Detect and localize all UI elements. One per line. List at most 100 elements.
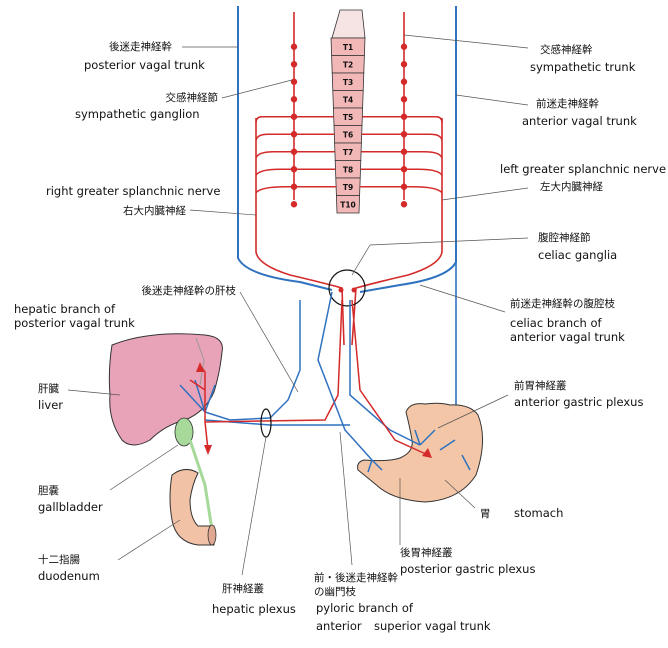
label-stomach-jp: 胃	[480, 508, 491, 520]
spine-top	[331, 9, 366, 39]
arrow-stomach	[422, 448, 432, 458]
left-splanchnic-root	[361, 150, 443, 159]
posterior-vagal-trunk	[237, 6, 333, 291]
vertebra-label: T10	[340, 200, 356, 209]
label-duodenum-jp: 十二指腸	[38, 553, 80, 566]
celiac-to-stomach-blue	[349, 300, 421, 446]
leader-gallbladder	[109, 444, 179, 491]
sympathetic-ganglion-dot	[290, 113, 298, 120]
leader-sympathetic-trunk	[403, 34, 529, 49]
label-hepatic-branch-en1: hepatic branch of	[14, 302, 116, 316]
sympathetic-ganglion-dot	[290, 166, 298, 173]
label-liver-en: liver	[38, 398, 63, 412]
leader-left-splanchnic	[441, 187, 529, 201]
left-greater-splanchnic-nerve	[351, 118, 443, 346]
leader-stomach	[444, 479, 476, 509]
sympathetic-ganglion-dot	[290, 78, 298, 85]
arrow-liver-up	[196, 362, 204, 372]
leader-celiac-ganglia-2	[351, 244, 371, 276]
label-right-splanchnic-en: right greater splanchnic nerve	[46, 184, 220, 198]
vertebra-label: T4	[343, 95, 353, 104]
label-sympathetic-ganglion-en: sympathetic ganglion	[75, 107, 200, 121]
left-splanchnic-root	[360, 168, 443, 176]
label-pyloric-en2a: anterior	[316, 619, 362, 633]
leader-celiac-branch	[419, 284, 506, 313]
hepatic-plexus-marker	[260, 408, 272, 438]
label-celiac-ganglia-en: celiac ganglia	[538, 248, 617, 262]
label-left-splanchnic-en: left greater splanchnic nerve	[500, 162, 666, 176]
leader-anterior-gastric	[437, 394, 509, 429]
leader-hepatic-branch	[239, 291, 299, 393]
label-posterior-vagal-jp: 後迷走神経幹	[109, 40, 172, 53]
duodenum-shape	[169, 469, 215, 546]
label-pyloric-jp2: の幽門枝	[314, 585, 356, 598]
sympathetic-ganglion-dot	[400, 201, 408, 208]
stomach-branches	[367, 429, 471, 473]
celiac-ganglion-left	[338, 287, 344, 293]
leader-right-splanchnic	[189, 209, 257, 216]
sympathetic-ganglion-dot	[400, 43, 408, 50]
sympathetic-ganglion-dot	[290, 201, 298, 208]
leader-anterior-vagal	[455, 94, 529, 106]
leader-lines	[67, 34, 529, 576]
vertebra-label: T1	[343, 43, 353, 52]
celiac-to-stomach-red	[351, 299, 429, 456]
label-celiac-branch-jp: 前迷走神経幹の腹腔枝	[510, 297, 615, 310]
sympathetic-ganglion-dot	[400, 166, 408, 173]
nerve-arrows	[196, 362, 432, 458]
hepatic-red-nerve	[204, 299, 343, 423]
label-hepatic-plexus-jp: 肝神経叢	[222, 582, 264, 595]
vertebra-label: T6	[343, 130, 353, 139]
label-gallbladder-en: gallbladder	[38, 500, 103, 514]
vertebra-label: T7	[343, 148, 353, 157]
label-right-splanchnic-jp: 右大内臓神経	[123, 204, 186, 217]
label-anterior-vagal-jp: 前迷走神経幹	[536, 97, 599, 110]
label-pyloric-en1: pyloric branch of	[316, 601, 414, 615]
label-anterior-vagal-en: anterior vagal trunk	[522, 114, 637, 128]
label-posterior-vagal-en: posterior vagal trunk	[84, 58, 205, 72]
label-hepatic-branch-jp: 後迷走神経幹の肝枝	[142, 284, 237, 297]
vertebra-label: T3	[343, 78, 353, 87]
right-splanchnic-root	[255, 168, 336, 176]
leader-sympathetic-ganglion	[221, 79, 293, 99]
sympathetic-ganglion-dot	[400, 148, 408, 155]
celiac-ganglia-node	[328, 269, 366, 307]
posterior-to-stomach	[317, 291, 373, 461]
stomach-shape	[357, 402, 483, 503]
sympathetic-ganglion-dot	[400, 96, 408, 103]
vertebra-label: T5	[343, 113, 353, 122]
label-stomach-en: stomach	[514, 506, 563, 520]
sympathetic-ganglion-dot	[290, 96, 298, 103]
label-sympathetic-trunk-jp: 交感神経幹	[540, 43, 593, 56]
celiac-ganglion-right	[351, 287, 357, 293]
sympathetic-ganglion-dot	[290, 131, 298, 138]
duodenum-end	[207, 524, 217, 546]
leader-liver	[67, 389, 121, 396]
label-celiac-ganglia-jp: 腹腔神経節	[538, 231, 591, 244]
label-hepatic-plexus-en: hepatic plexus	[212, 602, 296, 616]
label-anterior-gastric-en: anterior gastric plexus	[514, 395, 643, 409]
sympathetic-ganglion-dot	[400, 131, 408, 138]
label-gallbladder-jp: 胆嚢	[38, 484, 59, 497]
hepatic-branch-nerve	[204, 300, 301, 421]
celiac-circle	[328, 269, 366, 307]
vertebra-t10	[335, 195, 361, 214]
gallbladder-shape	[174, 417, 194, 447]
label-duodenum-en: duodenum	[38, 569, 100, 583]
leader-duodenum	[117, 519, 181, 561]
bile-duct	[188, 439, 214, 531]
sympathetic-ganglion-dot	[290, 61, 298, 68]
right-greater-splanchnic-nerve	[255, 118, 345, 346]
label-celiac-branch-en1: celiac branch of	[510, 316, 602, 330]
label-left-splanchnic-jp: 左大内臓神経	[540, 180, 603, 193]
sympathetic-system	[255, 12, 443, 346]
sympathetic-ganglion-dot	[400, 113, 408, 120]
label-anterior-gastric-jp: 前胃神経叢	[514, 379, 567, 392]
leader-celiac-ganglia	[369, 237, 529, 246]
label-liver-jp: 肝臓	[38, 383, 59, 395]
label-sympathetic-trunk-en: sympathetic trunk	[530, 60, 636, 74]
leader-pyloric-branch	[339, 431, 353, 566]
label-pyloric-jp1: 前・後迷走神経幹	[314, 571, 398, 584]
